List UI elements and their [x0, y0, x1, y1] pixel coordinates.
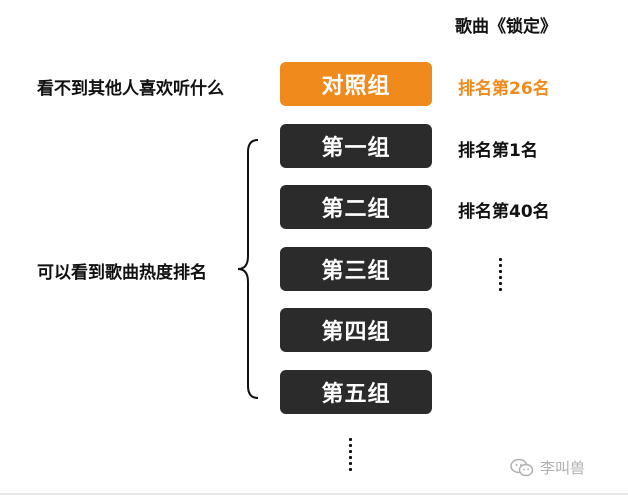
group-box-control: 对照组: [280, 62, 432, 106]
rank-group-1: 排名第1名: [458, 141, 538, 161]
bottom-divider: [0, 493, 628, 495]
group-continuation-dots: [349, 438, 352, 474]
song-title: 歌曲《锁定》: [455, 17, 557, 37]
rank-control: 排名第26名: [458, 79, 550, 99]
rank-group-2: 排名第40名: [458, 202, 550, 222]
rank-continuation-dots: [499, 258, 502, 294]
group-box-2: 第二组: [280, 185, 432, 229]
curly-brace: [237, 139, 259, 399]
control-group-description: 看不到其他人喜欢听什么: [37, 79, 224, 99]
watermark: 李叫兽: [510, 457, 585, 478]
watermark-text: 李叫兽: [540, 459, 586, 477]
visible-groups-description: 可以看到歌曲热度排名: [37, 263, 207, 283]
group-box-4: 第四组: [280, 308, 432, 352]
group-box-1: 第一组: [280, 124, 432, 168]
wechat-icon: [510, 458, 534, 476]
group-box-3: 第三组: [280, 247, 432, 291]
group-box-5: 第五组: [280, 370, 432, 414]
